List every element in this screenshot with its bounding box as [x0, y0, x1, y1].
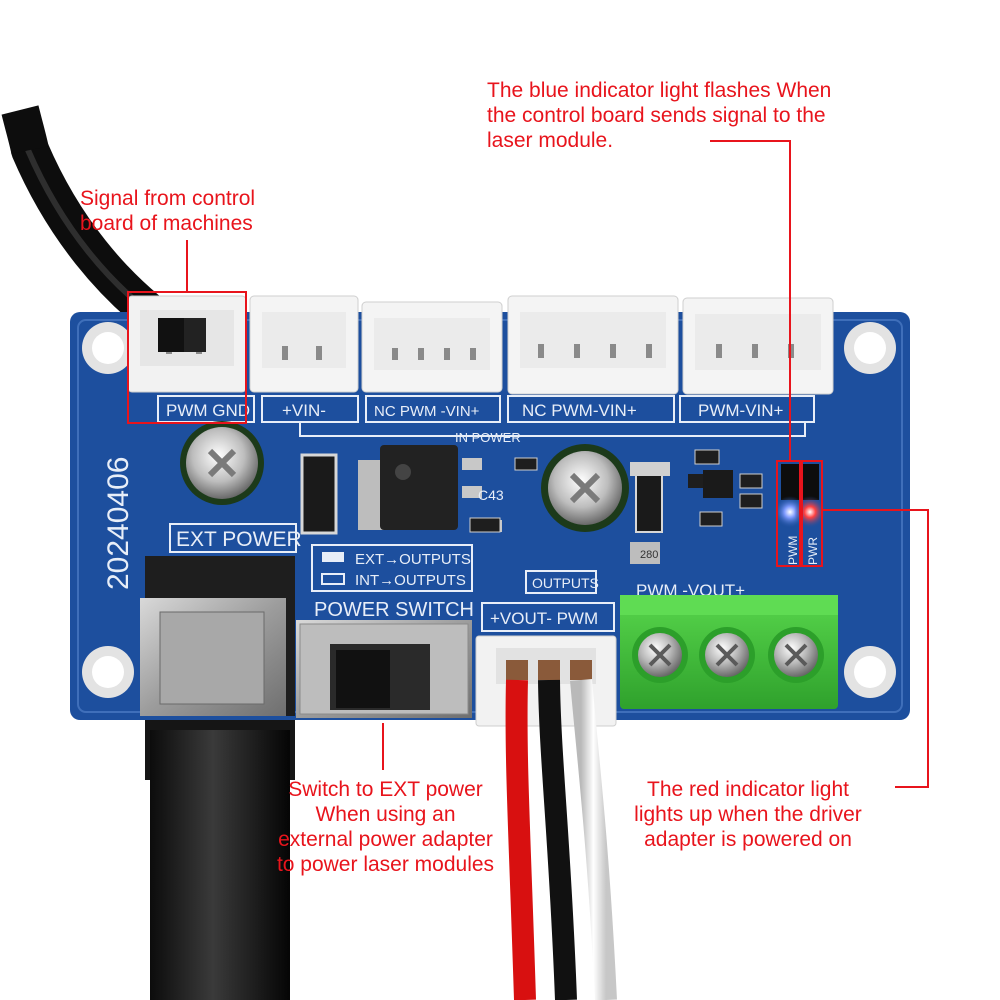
annotation-line: adapter is powered on	[644, 828, 852, 851]
annotation-line: the control board sends signal to the	[487, 104, 826, 127]
output-connector	[475, 635, 617, 1000]
annotation-line: The blue indicator light flashes When	[487, 79, 832, 102]
annotation-signal: Signal from control board of machines	[80, 186, 255, 236]
annotation-line: The red indicator light	[647, 778, 849, 801]
top-connectors	[127, 295, 834, 395]
annotation-line: board of machines	[80, 212, 253, 235]
cap-label: C43	[478, 487, 504, 503]
ext-power-label: EXT POWER	[176, 528, 302, 551]
annotation-blue-light: The blue indicator light flashes When th…	[487, 78, 831, 153]
annotation-line: lights up when the driver	[634, 803, 862, 826]
annotation-line: Switch to EXT power	[288, 778, 483, 801]
power-switch-label: POWER SWITCH	[314, 599, 474, 621]
smd-components: C43 280	[300, 445, 763, 564]
label-vin: +VIN-	[282, 401, 326, 420]
annotation-callouts	[127, 140, 929, 788]
label-nc-pwm-vin-2: NC PWM-VIN+	[522, 401, 637, 420]
annotation-line: to power laser modules	[276, 853, 495, 876]
date-code: 20240406	[102, 457, 135, 590]
slide-switch	[296, 620, 472, 718]
capacitor-middle	[541, 444, 629, 532]
annotation-line: When using an	[315, 803, 456, 826]
mounting-holes	[82, 322, 896, 698]
annotation-switch: Switch to EXT power When using an extern…	[248, 777, 523, 877]
capacitor-left	[180, 421, 264, 505]
label-pwm-vin: PWM-VIN+	[698, 401, 784, 420]
label-pwm-gnd: PWM GND	[166, 401, 250, 420]
label-in-power: IN POWER	[455, 430, 521, 445]
output-connector-label: +VOUT- PWM	[490, 609, 598, 628]
dc-power-jack	[140, 556, 295, 1000]
annotation-line: Signal from control	[80, 187, 256, 210]
annotation-red-light: The red indicator light lights up when t…	[603, 777, 893, 852]
indicator-leds: PWM PWR	[774, 464, 826, 565]
switch-option-int: INT→OUTPUTS	[355, 572, 466, 589]
screw-terminal	[620, 595, 838, 709]
annotation-line: laser module.	[487, 129, 614, 152]
label-nc-pwm-vin-1: NC PWM -VIN+	[374, 403, 480, 420]
switch-option-ext: EXT→OUTPUTS	[355, 551, 471, 568]
annotation-line: external power adapter	[278, 828, 493, 851]
led-label-pwm: PWM	[786, 536, 800, 565]
led-label-pwr: PWR	[806, 537, 820, 565]
chip-label: 280	[640, 549, 658, 561]
outputs-label: OUTPUTS	[532, 575, 599, 591]
